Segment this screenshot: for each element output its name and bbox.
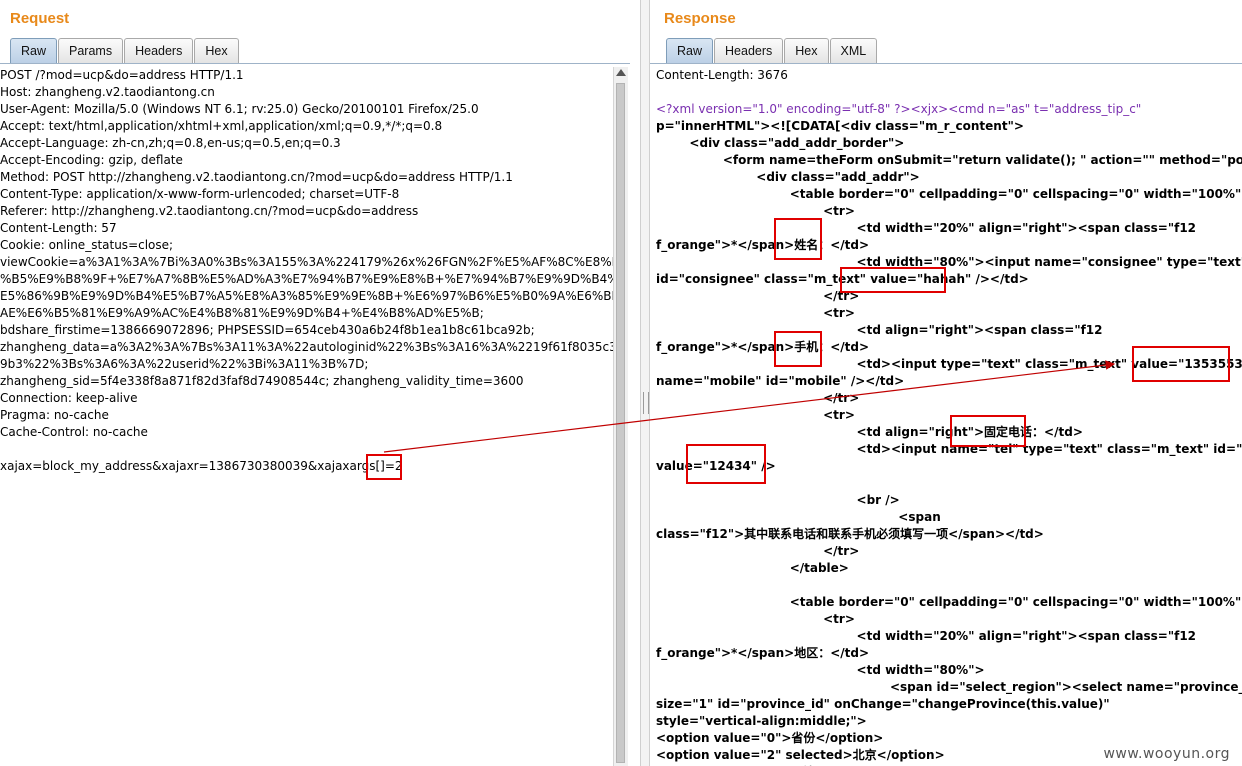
response-line: <span [656, 510, 941, 524]
response-tabs: Raw Headers Hex XML [666, 38, 878, 64]
request-line: Cookie: online_status=close; [0, 238, 174, 252]
response-line: p="innerHTML"><![CDATA[<div class="m_r_c… [656, 119, 1024, 133]
request-line: xajax=block_my_address&xajaxr=1386730380… [0, 459, 403, 473]
response-line: <tr> [656, 204, 855, 218]
request-tab-params[interactable]: Params [58, 38, 124, 63]
request-line: User-Agent: Mozilla/5.0 (Windows NT 6.1;… [0, 102, 479, 116]
response-title: Response [664, 10, 736, 27]
response-line: size="1" id="province_id" onChange="chan… [656, 697, 1110, 711]
response-line: <form name=theForm onSubmit="return vali… [656, 153, 1242, 167]
response-line: Content-Length: 3676 [656, 68, 788, 82]
response-line: <td width="80%"><input name="consignee" … [656, 255, 1242, 269]
response-line: <td width="20%" align="right"><span clas… [656, 629, 1197, 643]
response-raw-editor[interactable]: Content-Length: 3676 <?xml version="1.0" … [656, 67, 1242, 766]
watermark: www.wooyun.org [1103, 746, 1230, 762]
response-line: <td width="80%"> [656, 663, 985, 677]
response-line: <tr> [656, 408, 855, 422]
response-line: <td width="20%" align="right"><span clas… [656, 221, 1197, 235]
response-line: <?xml version="1.0" encoding="utf-8" ?><… [656, 102, 1142, 116]
response-line: <div class="add_addr"> [656, 170, 920, 184]
response-line: <tr> [656, 612, 855, 626]
request-tabs: Raw Params Headers Hex [10, 38, 240, 64]
response-line: <td align="right">固定电话：</td> [656, 425, 1083, 439]
request-line: Referer: http://zhangheng.v2.taodiantong… [0, 204, 419, 218]
response-line: </table> [656, 561, 849, 575]
response-pane: Response Raw Headers Hex XML Content-Len… [650, 0, 1242, 766]
request-line: viewCookie=a%3A1%3A%7Bi%3A0%3Bs%3A155%3A… [0, 255, 616, 269]
request-tab-raw[interactable]: Raw [10, 38, 58, 63]
request-line: zhangheng_data=a%3A2%3A%7Bs%3A11%3A%22au… [0, 340, 616, 354]
request-line: Accept-Language: zh-cn,zh;q=0.8,en-us;q=… [0, 136, 341, 150]
response-line: </tr> [656, 544, 860, 558]
request-line: Host: zhangheng.v2.taodiantong.cn [0, 85, 215, 99]
splitter-grip-icon[interactable] [643, 392, 649, 414]
request-line: zhangheng_sid=5f4e338f8a871f82d3faf8d749… [0, 374, 524, 388]
response-tab-xml[interactable]: XML [829, 38, 878, 63]
request-line: bdshare_firstime=1386669072896; PHPSESSI… [0, 323, 535, 337]
request-title: Request [10, 10, 70, 27]
request-pane: Request Raw Params Headers Hex POST /?mo… [0, 10, 630, 766]
request-line: Connection: keep-alive [0, 391, 138, 405]
response-line: f_orange">*</span>手机：</td> [656, 340, 870, 354]
response-line: <tr> [656, 306, 855, 320]
response-line: name="mobile" id="mobile" /></td> [656, 374, 905, 388]
response-line: <span id="select_region"><select name="p… [656, 680, 1242, 694]
response-line: <option value="2" selected>北京</option> [656, 748, 945, 762]
response-line: class="f12">其中联系电话和联系手机必须填写一项</span></td… [656, 527, 1044, 541]
response-tab-divider [650, 63, 1242, 64]
request-line: E5%86%9B%E9%9D%B4%E5%B7%A5%E8%A3%85%E9%9… [0, 289, 616, 303]
request-line: %B5%E9%B8%9F+%E7%A7%8B%E5%AD%A3%E7%94%B7… [0, 272, 616, 286]
request-line: POST /?mod=ucp&do=address HTTP/1.1 [0, 68, 244, 82]
response-line: f_orange">*</span>地区：</td> [656, 646, 870, 660]
request-line: 9b3%22%3Bs%3A6%3A%22userid%22%3Bi%3A11%3… [0, 357, 369, 371]
request-line: Method: POST http://zhangheng.v2.taodian… [0, 170, 513, 184]
response-line: style="vertical-align:middle;"> [656, 714, 867, 728]
pane-splitter[interactable] [640, 0, 650, 766]
response-tab-raw[interactable]: Raw [666, 38, 714, 63]
request-line: Accept: text/html,application/xhtml+xml,… [0, 119, 443, 133]
response-tab-headers[interactable]: Headers [714, 38, 784, 63]
scroll-up-arrow-icon[interactable] [616, 69, 626, 76]
response-line: f_orange">*</span>姓名：</td> [656, 238, 870, 252]
request-line: Content-Type: application/x-www-form-url… [0, 187, 400, 201]
request-line: Content-Length: 57 [0, 221, 117, 235]
response-line: <div class="add_addr_border"> [656, 136, 905, 150]
request-tab-headers[interactable]: Headers [124, 38, 194, 63]
response-line: <option value="0">省份</option> [656, 731, 884, 745]
response-tab-hex[interactable]: Hex [784, 38, 829, 63]
response-line: <td><input type="text" class="m_text" va… [656, 357, 1242, 371]
request-line: Accept-Encoding: gzip, deflate [0, 153, 183, 167]
response-line: <br /> [656, 493, 900, 507]
response-line: <td align="right"><span class="f12 [656, 323, 1103, 337]
response-line: </tr> [656, 391, 860, 405]
response-line: <table border="0" cellpadding="0" cellsp… [656, 595, 1242, 609]
request-line: Pragma: no-cache [0, 408, 109, 422]
request-line: Cache-Control: no-cache [0, 425, 148, 439]
request-tab-hex[interactable]: Hex [194, 38, 239, 63]
response-line: <table border="0" cellpadding="0" cellsp… [656, 187, 1242, 201]
request-line: AE%E6%B5%81%E9%A9%AC%E4%B8%81%E9%9D%B4+%… [0, 306, 484, 320]
request-tab-divider [0, 63, 630, 64]
